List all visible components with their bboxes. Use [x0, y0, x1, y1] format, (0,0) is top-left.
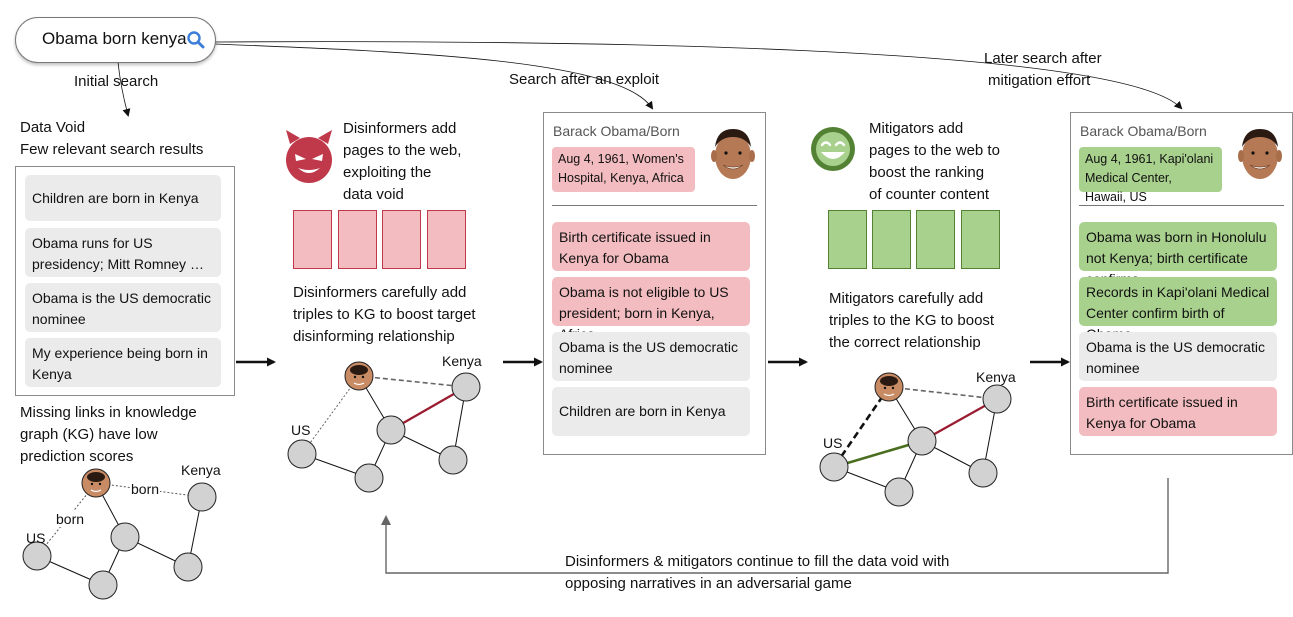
data-void-title: Data Void — [20, 119, 86, 136]
list-item[interactable]: Birth certificate issued in Kenya for Ob… — [552, 222, 750, 271]
disinformer-page — [382, 210, 421, 269]
mitigator-page — [961, 210, 1000, 269]
graph1-born-label-us: born — [56, 511, 85, 527]
obama-node — [874, 372, 904, 402]
data-void-results-panel: Children are born in Kenya Obama runs fo… — [15, 166, 235, 396]
missing-links-line-3: prediction scores — [20, 448, 134, 465]
later-search-label-1: Later search after — [984, 50, 1102, 67]
mitigators-kg-2: triples to the KG to boost — [829, 312, 995, 329]
knowledge-graph-2 — [287, 361, 481, 493]
list-item[interactable]: Obama was born in Honolulu not Kenya; bi… — [1079, 222, 1277, 287]
mitigators-kg-1: Mitigators carefully add — [829, 290, 984, 307]
graph-node — [110, 522, 140, 552]
mitigators-text-1: Mitigators add — [869, 120, 964, 137]
disinformer-page — [293, 210, 332, 269]
disinformers-text-4: data void — [343, 186, 404, 203]
search-icon[interactable] — [186, 30, 206, 50]
initial-search-arrow — [117, 61, 131, 117]
list-item[interactable]: Obama is the US democratic nominee — [1079, 332, 1277, 381]
footer-line-2: opposing narratives in an adversarial ga… — [565, 575, 852, 592]
mitigation-card-fact: Aug 4, 1961, Kapi'olani Medical Center, … — [1079, 147, 1222, 204]
search-after-exploit-label: Search after an exploit — [509, 71, 660, 88]
graph2-kenya-label: Kenya — [442, 353, 482, 369]
exploit-card-fact: Aug 4, 1961, Women's Hospital, Kenya, Af… — [552, 147, 695, 192]
graph-node — [173, 552, 203, 582]
list-item[interactable]: Birth certificate issued in Kenya for Ob… — [1079, 387, 1277, 436]
graph1-born-label-kenya: born — [131, 481, 160, 497]
list-item[interactable]: Obama runs for US presidency; Mitt Romne… — [25, 228, 221, 277]
disinformer-page — [338, 210, 377, 269]
graph-node — [187, 482, 217, 512]
disinformers-text-2: pages to the web, — [343, 142, 462, 159]
disinformers-text-1: Disinformers add — [343, 120, 457, 137]
mitigators-text-3: boost the ranking — [869, 164, 985, 181]
obama-face-icon — [1238, 129, 1282, 179]
search-box[interactable]: Obama born kenya — [15, 17, 216, 63]
exploit-card-header: Barack Obama/Born — [553, 123, 680, 139]
graph-node — [22, 541, 52, 571]
smiley-icon — [811, 127, 855, 171]
exploit-search-arrow — [213, 43, 654, 110]
obama-face-icon — [711, 129, 755, 179]
graph2-us-label: US — [291, 422, 311, 438]
missing-links-line-1: Missing links in knowledge — [20, 404, 197, 421]
graph3-us-label: US — [823, 435, 843, 451]
disinformers-kg-1: Disinformers carefully add — [293, 284, 467, 301]
later-search-label-2: mitigation effort — [988, 72, 1091, 89]
disinformers-kg-3: disinforming relationship — [293, 328, 455, 345]
card-divider — [1079, 205, 1284, 206]
devil-icon — [286, 130, 332, 183]
disinformers-kg-2: triples to KG to boost target — [293, 306, 476, 323]
missing-links-line-2: graph (KG) have low — [20, 426, 158, 443]
mitigation-card-header: Barack Obama/Born — [1080, 123, 1207, 139]
card-divider — [552, 205, 757, 206]
initial-search-label: Initial search — [74, 73, 159, 90]
mitigator-page — [828, 210, 867, 269]
mitigation-result-card: Barack Obama/Born Aug 4, 1961, Kapi'olan… — [1070, 112, 1293, 455]
mitigator-page — [916, 210, 955, 269]
obama-node — [81, 468, 111, 498]
knowledge-graph-3 — [819, 372, 1012, 507]
mitigators-text-4: of counter content — [869, 186, 990, 203]
mitigators-kg-3: the correct relationship — [829, 334, 981, 351]
list-item[interactable]: Obama is not eligible to US president; b… — [552, 277, 750, 342]
data-void-subtitle: Few relevant search results — [20, 141, 204, 158]
list-item[interactable]: Children are born in Kenya — [552, 387, 750, 436]
graph1-us-label: US — [26, 530, 46, 546]
disinformer-page — [427, 210, 466, 269]
list-item[interactable]: Records in Kapi'olani Medical Center con… — [1079, 277, 1277, 342]
graph3-kenya-label: Kenya — [976, 369, 1016, 385]
disinformers-text-3: exploiting the — [343, 164, 432, 181]
list-item[interactable]: Obama is the US democratic nominee — [25, 283, 221, 332]
footer-line-1: Disinformers & mitigators continue to fi… — [565, 553, 950, 570]
mitigator-page — [872, 210, 911, 269]
list-item[interactable]: My experience being born in Kenya — [25, 338, 221, 387]
knowledge-graph-1 — [22, 468, 217, 600]
graph-node — [88, 570, 118, 600]
list-item[interactable]: Children are born in Kenya — [25, 175, 221, 221]
graph1-kenya-label: Kenya — [181, 462, 221, 478]
mitigators-text-2: pages to the web to — [869, 142, 1000, 159]
list-item[interactable]: Obama is the US democratic nominee — [552, 332, 750, 381]
search-query: Obama born kenya — [42, 29, 187, 48]
obama-node — [344, 361, 374, 391]
feedback-loop-arrow — [381, 478, 1169, 574]
exploit-result-card: Barack Obama/Born Aug 4, 1961, Women's H… — [543, 112, 766, 455]
mitigation-search-arrow — [213, 41, 1183, 110]
